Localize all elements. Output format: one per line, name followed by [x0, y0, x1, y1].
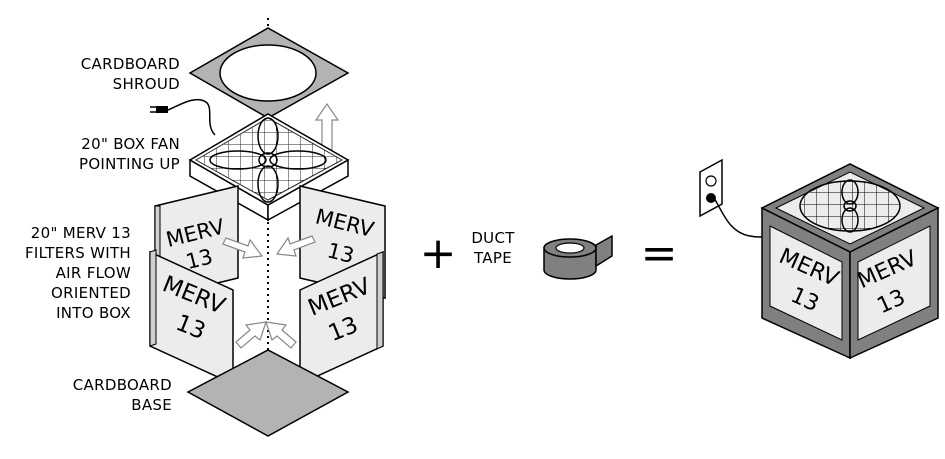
label-box-fan: 20" BOX FAN POINTING UP [78, 135, 180, 173]
assembled-purifier: MERV 13 MERV 13 [760, 163, 940, 360]
airflow-arrow-lower-right [265, 321, 297, 349]
fan-blades-icon [841, 179, 859, 233]
equals-sign: = [641, 228, 678, 279]
label-duct-tape: DUCT TAPE [471, 229, 515, 267]
cardboard-shroud [188, 27, 350, 119]
airflow-arrow-upper-right [275, 235, 316, 257]
label-cardboard-shroud: CARDBOARD SHROUD [80, 55, 180, 93]
airflow-arrow-lower-left [235, 321, 267, 349]
label-cardboard-base: CARDBOARD BASE [72, 376, 172, 414]
cardboard-base [186, 349, 350, 437]
filter-front-left: MERV 13 [149, 249, 234, 386]
plus-sign: + [420, 228, 457, 279]
fan-blades-icon [209, 117, 327, 203]
airflow-up-arrow [314, 102, 340, 153]
duct-tape-icon [543, 234, 613, 280]
label-merv-filters: 20" MERV 13 FILTERS WITH AIR FLOW ORIENT… [25, 224, 131, 322]
power-cord-icon [150, 98, 216, 136]
wall-outlet-icon [699, 158, 793, 238]
box-fan [188, 113, 350, 222]
airflow-arrow-upper-left [222, 237, 264, 259]
